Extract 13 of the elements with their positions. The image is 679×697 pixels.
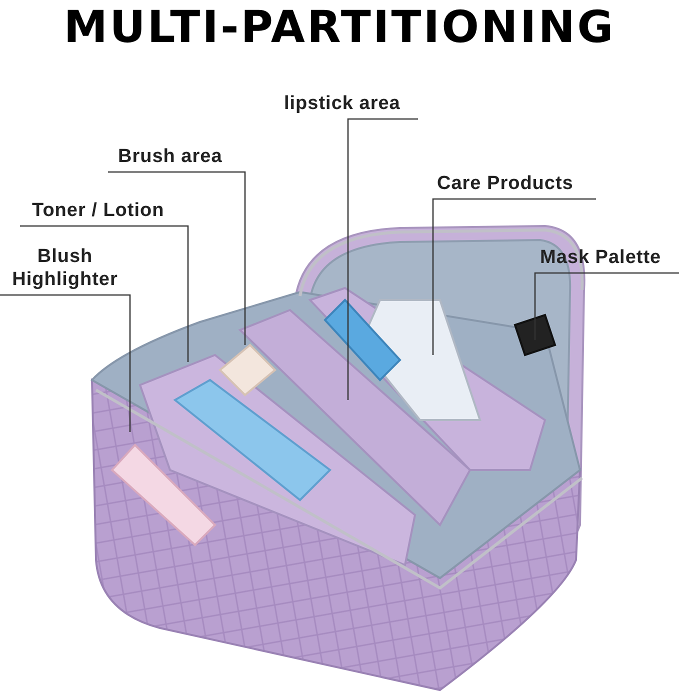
leader-line (347, 118, 418, 400)
callout-label: Mask Palette (535, 246, 679, 273)
leader-line (0, 294, 131, 432)
callout-label: Brush area (108, 145, 245, 172)
callout-label: Care Products (433, 172, 596, 199)
leader-line (432, 198, 596, 355)
callout-label: Toner / Lotion (20, 199, 188, 226)
leader-line (534, 272, 679, 340)
title: MULTI-PARTITIONING (62, 2, 616, 53)
callout-label: lipstick area (282, 92, 418, 119)
callout-label: Blush Highlighter (0, 245, 130, 295)
leader-line (20, 225, 189, 362)
leader-line (108, 171, 246, 345)
